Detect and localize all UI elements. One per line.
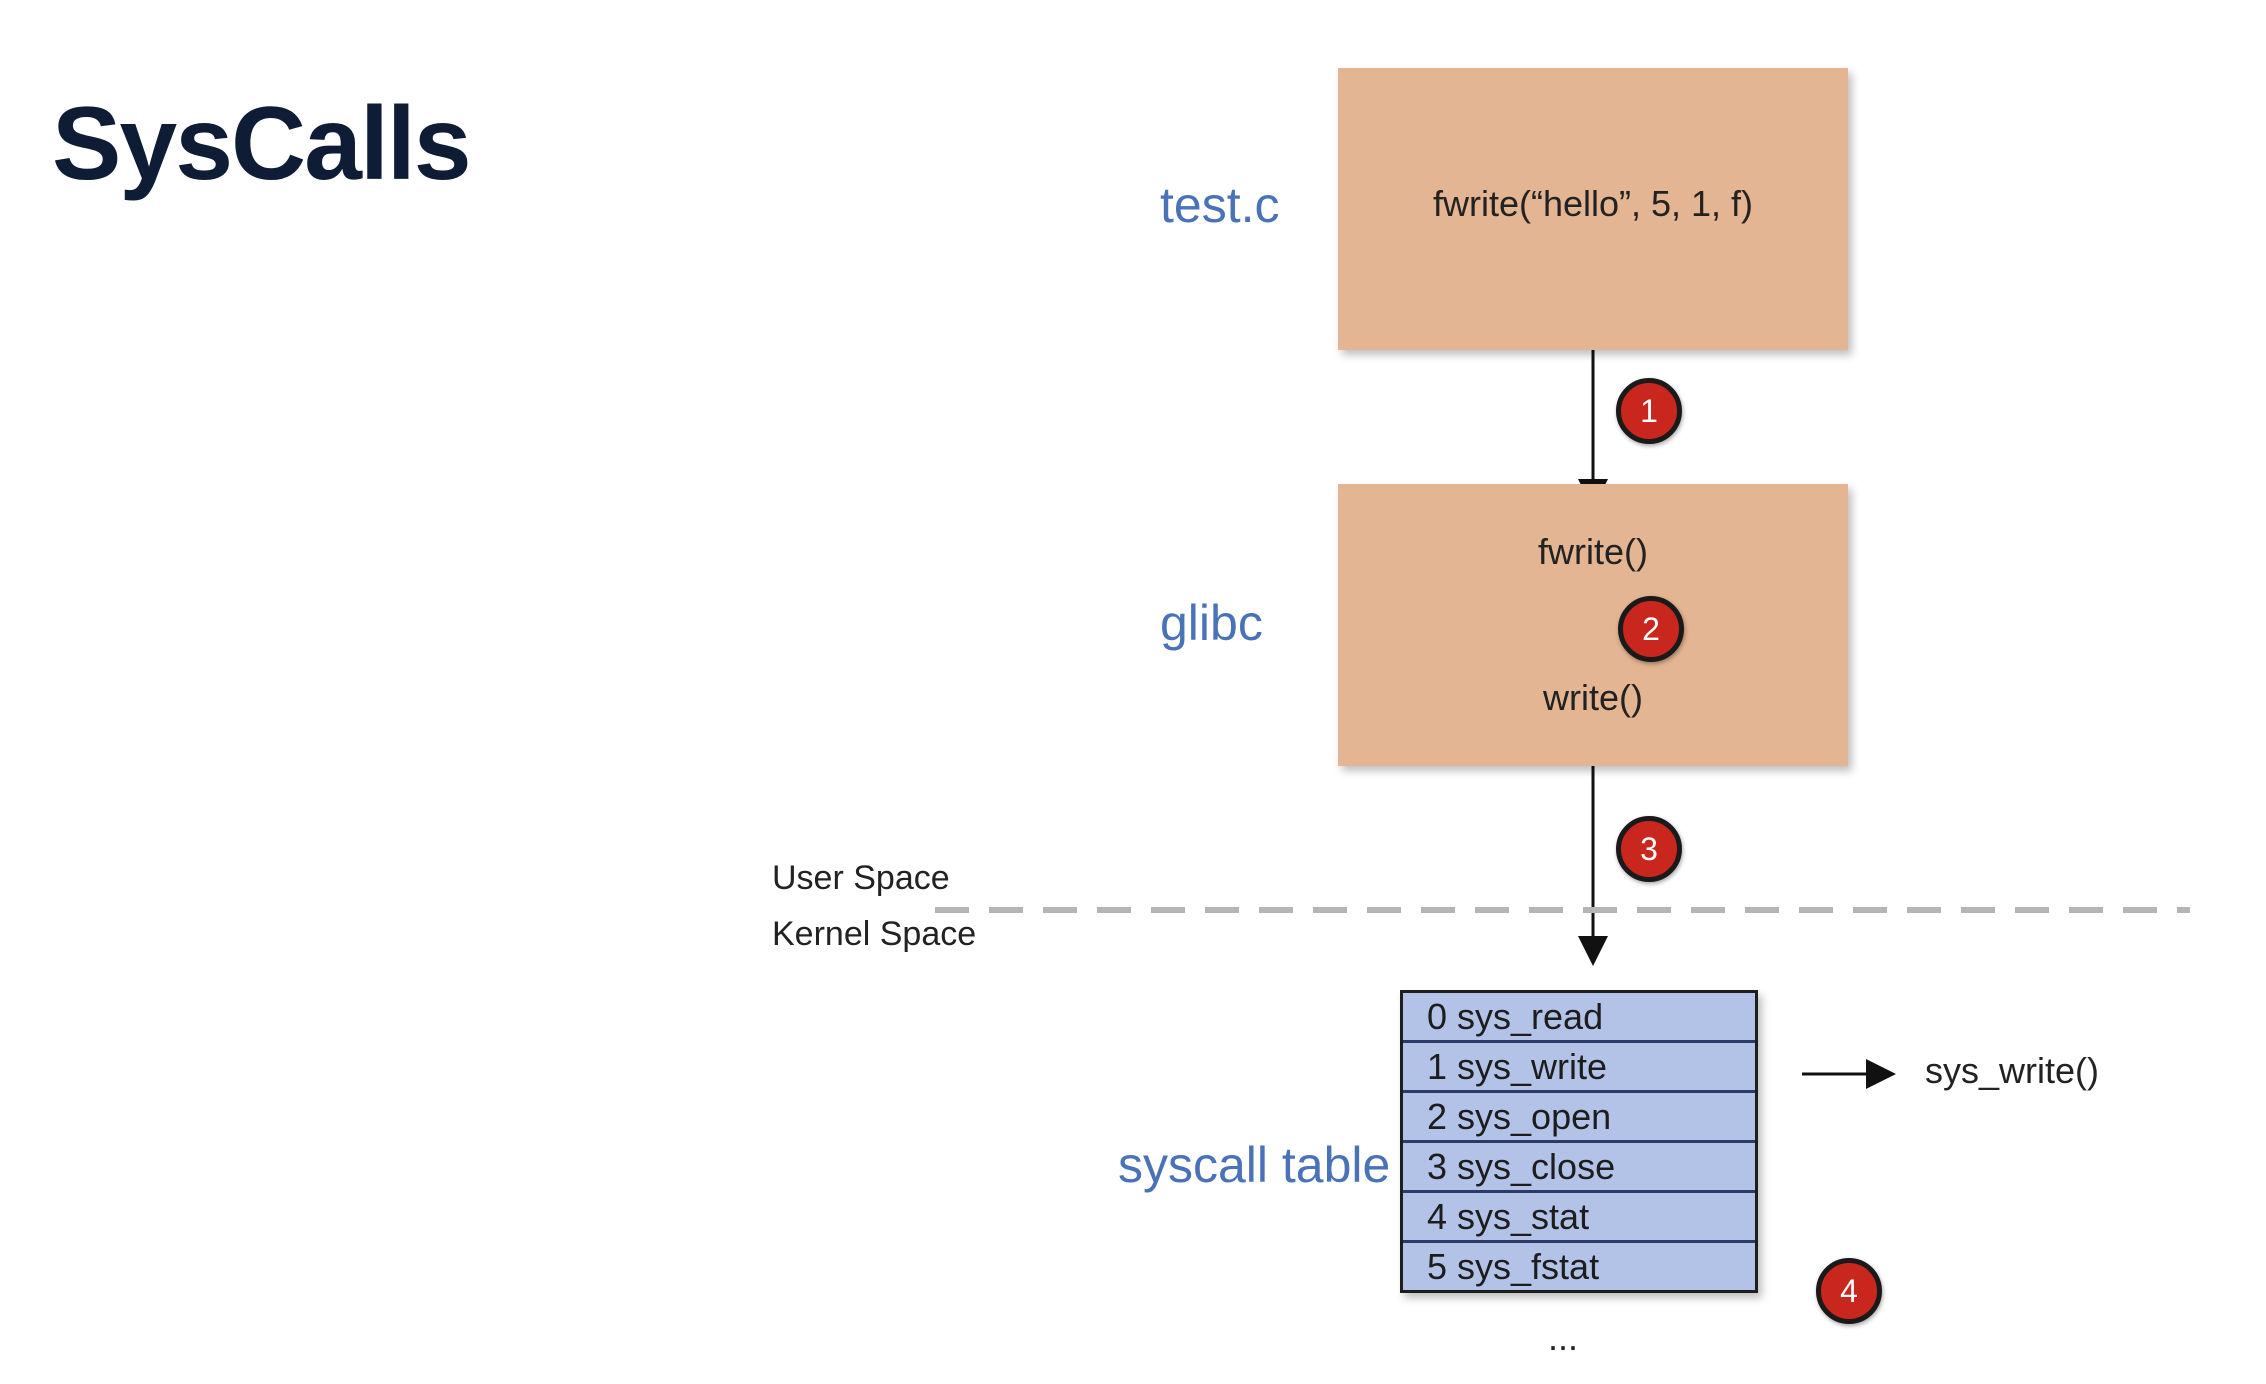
syscall-row: 1 sys_write	[1403, 1043, 1755, 1093]
step-badge-4: 4	[1816, 1258, 1882, 1324]
syscall-row: 4 sys_stat	[1403, 1193, 1755, 1243]
label-kernel-space: Kernel Space	[772, 915, 977, 953]
syscall-row: 0 sys_read	[1403, 993, 1755, 1043]
label-glibc: glibc	[1160, 595, 1263, 651]
label-syscall-table: syscall table	[1118, 1137, 1391, 1193]
box-test-c: fwrite(“hello”, 5, 1, f)	[1338, 68, 1848, 350]
code-fwrite-call: fwrite(“hello”, 5, 1, f)	[1432, 183, 1754, 224]
syscall-row: 2 sys_open	[1403, 1093, 1755, 1143]
box-glibc: fwrite() write()	[1338, 484, 1848, 766]
fn-fwrite: fwrite()	[1538, 531, 1648, 572]
step-badge-2: 2	[1618, 596, 1684, 662]
page-title: SysCalls	[52, 86, 472, 202]
label-user-space: User Space	[772, 859, 950, 897]
label-sys-write-fn: sys_write()	[1925, 1050, 2100, 1091]
syscall-row: 5 sys_fstat	[1427, 1246, 1600, 1287]
syscall-row: 3 sys_close	[1403, 1143, 1755, 1193]
step-badge-1: 1	[1616, 378, 1682, 444]
fn-write: write()	[1543, 677, 1643, 718]
syscall-table: 0 sys_read 1 sys_write 2 sys_open 3 sys_…	[1400, 990, 1758, 1293]
syscall-table-ellipsis: ...	[1548, 1317, 1579, 1358]
label-test-c: test.c	[1160, 177, 1280, 233]
step-badge-3: 3	[1616, 816, 1682, 882]
